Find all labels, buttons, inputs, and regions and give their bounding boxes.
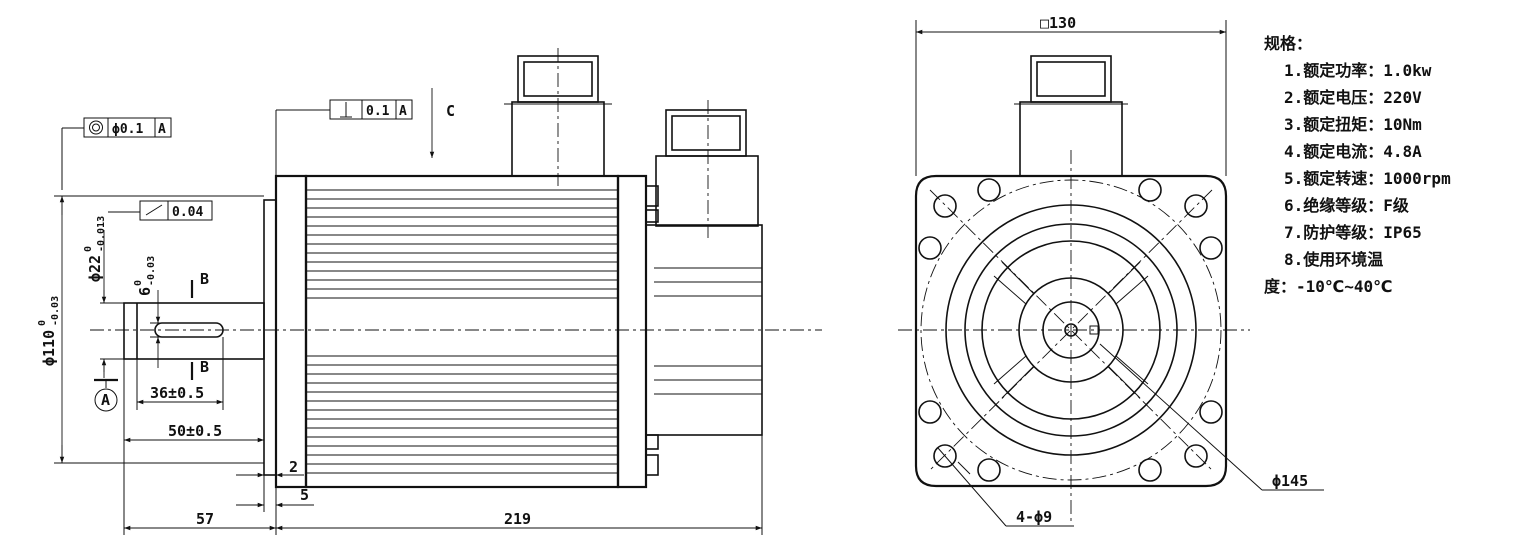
encoder-housing xyxy=(645,185,763,476)
spec-title: 规格： xyxy=(1264,34,1313,53)
spec-block: 规格： 1.额定功率：1.0kw 2.额定电压：220V 3.额定扭矩：10Nm… xyxy=(1264,30,1451,300)
svg-text:0: 0 xyxy=(37,320,48,326)
power-connector xyxy=(504,48,612,186)
spec-item-7: 7.防护等级：IP65 xyxy=(1284,223,1422,242)
datum-a-label: A xyxy=(101,391,110,409)
svg-text:ϕ0.1: ϕ0.1 xyxy=(112,122,143,137)
perpendicularity-frame: 0.1 A xyxy=(329,99,413,120)
spec-item-1: 1.额定功率：1.0kw xyxy=(1284,61,1432,80)
outer-ring xyxy=(945,204,1197,456)
runout-frame: 0.04 xyxy=(139,200,213,221)
svg-text:0: 0 xyxy=(133,280,144,286)
svg-text:-0.013: -0.013 xyxy=(96,216,107,252)
overall-length-dim: 219 xyxy=(504,510,531,528)
encoder-connector xyxy=(655,100,759,238)
shaft xyxy=(123,302,265,360)
spec-item-2: 2.额定电压：220V xyxy=(1284,88,1422,107)
svg-text:0: 0 xyxy=(83,246,94,252)
step-2-dim: 2 xyxy=(289,458,298,476)
svg-text:ϕ110: ϕ110 xyxy=(40,330,58,366)
key-length-dim: 36±0.5 xyxy=(150,384,204,402)
keyway xyxy=(154,322,224,338)
spec-item-8: 8.使用环境温 xyxy=(1284,250,1384,269)
svg-text:-0.03: -0.03 xyxy=(146,256,157,286)
pcd-dim: ϕ145 xyxy=(1272,472,1308,490)
spec-item-6: 6.绝缘等级：F级 xyxy=(1284,196,1409,215)
key-width-dim: 6 0 -0.03 xyxy=(133,256,157,296)
shaft-length-dim: 50±0.5 xyxy=(168,422,222,440)
section-b-bottom-label: B xyxy=(200,358,209,376)
flange-pilot xyxy=(263,199,277,476)
svg-text:6: 6 xyxy=(136,287,154,296)
motor-body xyxy=(304,174,620,489)
square-size-dim: □130 xyxy=(1040,14,1076,32)
mounting-holes xyxy=(918,178,1223,482)
svg-text:ϕ22: ϕ22 xyxy=(86,255,104,282)
section-b-top-label: B xyxy=(200,270,209,288)
flange-dia-dim: ϕ110 0 -0.03 xyxy=(37,296,61,366)
shaft-dia-dim: ϕ22 0 -0.013 xyxy=(83,216,107,282)
svg-text:A: A xyxy=(399,104,407,119)
front-view: □130 ϕ145 4-ϕ9 xyxy=(898,14,1324,527)
square-flange xyxy=(914,174,1228,488)
step-5-dim: 5 xyxy=(300,486,309,504)
spec-item-4: 4.额定电流：4.8A xyxy=(1284,142,1422,161)
concentricity-frame: ϕ0.1 A xyxy=(83,117,172,138)
svg-text:0.1: 0.1 xyxy=(366,104,390,119)
spec-item-5: 5.额定转速：1000rpm xyxy=(1284,169,1451,188)
view-c-label: C xyxy=(446,102,455,120)
flange-plate xyxy=(274,174,308,489)
holes-dim: 4-ϕ9 xyxy=(1016,508,1052,526)
pcd-circle xyxy=(920,179,1222,481)
spec-item-3: 3.额定扭矩：10Nm xyxy=(1284,115,1422,134)
rear-cap xyxy=(616,174,648,489)
svg-text:A: A xyxy=(158,122,166,137)
svg-text:0.04: 0.04 xyxy=(172,205,203,220)
spec-continuation: 度：-10℃~40℃ xyxy=(1264,277,1393,296)
side-view: C B B 6 0 -0.03 ϕ22 0 -0.013 xyxy=(37,48,822,535)
svg-text:-0.03: -0.03 xyxy=(50,296,61,326)
flange-to-key-dim: 57 xyxy=(196,510,214,528)
